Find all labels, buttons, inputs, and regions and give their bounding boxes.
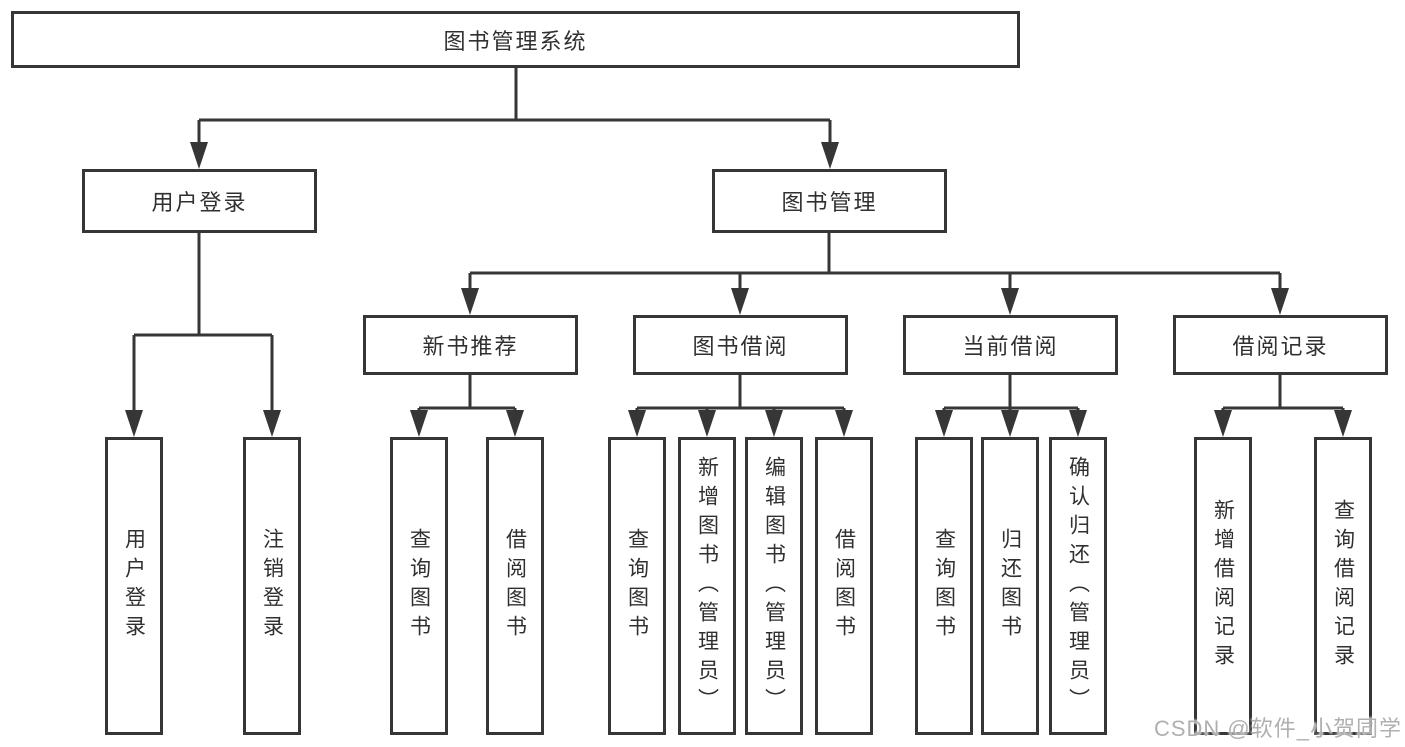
leaf-label: 查询图书 xyxy=(625,528,649,644)
leaf-borrow-book-recommend: 借阅图书 xyxy=(486,437,544,735)
node-borrow-records: 借阅记录 xyxy=(1173,315,1388,375)
arrow-down-icon xyxy=(1069,410,1087,437)
leaf-label: 借阅图书 xyxy=(832,528,856,644)
node-book-management: 图书管理 xyxy=(712,169,947,233)
leaf-query-book-borrow: 查询图书 xyxy=(608,437,666,735)
arrow-down-icon xyxy=(190,142,208,169)
node-current-borrow: 当前借阅 xyxy=(903,315,1118,375)
arrow-down-icon xyxy=(461,288,479,315)
arrow-down-icon xyxy=(125,410,143,437)
node-root: 图书管理系统 xyxy=(11,11,1020,68)
leaf-label: 新增图书（管理员） xyxy=(695,455,719,717)
leaf-label: 归还图书 xyxy=(998,528,1022,644)
node-user-login: 用户登录 xyxy=(82,169,317,233)
leaf-label: 查询借阅记录 xyxy=(1331,499,1355,673)
leaf-label: 查询图书 xyxy=(407,528,431,644)
arrow-down-icon xyxy=(506,410,524,437)
leaf-add-book-admin: 新增图书（管理员） xyxy=(678,437,736,735)
arrow-down-icon xyxy=(628,410,646,437)
leaf-confirm-return-admin: 确认归还（管理员） xyxy=(1049,437,1107,735)
leaf-add-borrow-record: 新增借阅记录 xyxy=(1194,437,1252,735)
leaf-return-book: 归还图书 xyxy=(981,437,1039,735)
arrow-down-icon xyxy=(835,410,853,437)
arrow-down-icon xyxy=(1001,410,1019,437)
leaf-label: 新增借阅记录 xyxy=(1211,499,1235,673)
arrow-down-icon xyxy=(731,288,749,315)
arrow-down-icon xyxy=(1001,288,1019,315)
leaf-label: 用户登录 xyxy=(122,528,146,644)
leaf-query-borrow-record: 查询借阅记录 xyxy=(1314,437,1372,735)
arrow-down-icon xyxy=(935,410,953,437)
arrowheads xyxy=(125,142,1352,437)
arrow-down-icon xyxy=(1271,288,1289,315)
node-book-borrow: 图书借阅 xyxy=(633,315,848,375)
leaf-query-book-recommend: 查询图书 xyxy=(390,437,448,735)
arrow-down-icon xyxy=(263,410,281,437)
leaf-logout: 注销登录 xyxy=(243,437,301,735)
arrow-down-icon xyxy=(821,142,839,169)
leaf-borrow-book: 借阅图书 xyxy=(815,437,873,735)
arrow-down-icon xyxy=(765,410,783,437)
leaf-label: 查询图书 xyxy=(932,528,956,644)
leaf-user-login: 用户登录 xyxy=(105,437,163,735)
leaf-edit-book-admin: 编辑图书（管理员） xyxy=(745,437,803,735)
leaf-label: 编辑图书（管理员） xyxy=(762,455,786,717)
arrow-down-icon xyxy=(1334,410,1352,437)
leaf-label: 借阅图书 xyxy=(503,528,527,644)
arrow-down-icon xyxy=(1214,410,1232,437)
node-new-book-recommend: 新书推荐 xyxy=(363,315,578,375)
leaf-label: 注销登录 xyxy=(260,528,284,644)
leaf-label: 确认归还（管理员） xyxy=(1066,455,1090,717)
arrow-down-icon xyxy=(410,410,428,437)
watermark: CSDN @软件_小贺同学 xyxy=(1153,716,1402,741)
arrow-down-icon xyxy=(698,410,716,437)
leaf-query-book-current: 查询图书 xyxy=(915,437,973,735)
